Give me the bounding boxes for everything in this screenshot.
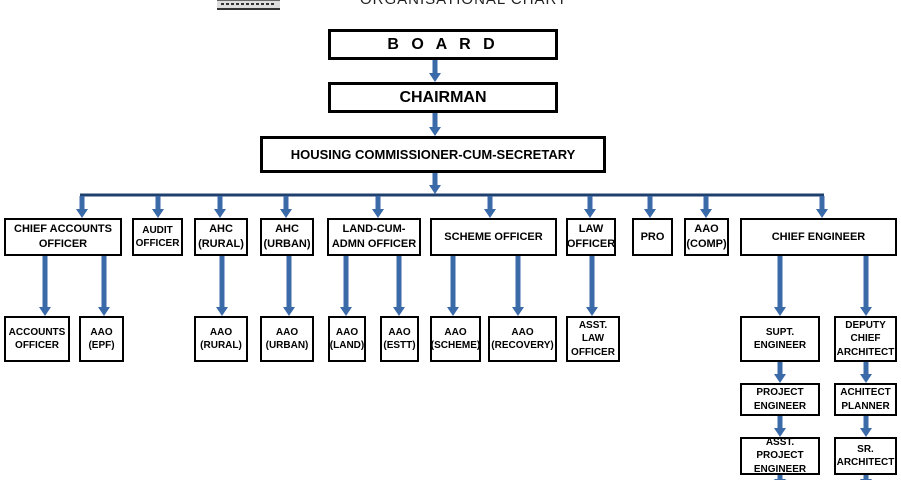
arrow-bus-to-level2-8	[644, 196, 656, 218]
box-deputy-chief-architect: DEPUTY CHIEF ARCHITECT	[834, 316, 897, 362]
box-ahc-rural: AHC (RURAL)	[194, 218, 248, 256]
box-law-officer: LAW OFFICER	[566, 218, 616, 256]
arrow-hcs-to-bus	[429, 173, 441, 194]
box-asst-project-engineer: ASST. PROJECT ENGINEER	[740, 437, 820, 475]
arrow-chairman-to-hcs	[429, 113, 441, 136]
arrow-bus-to-level2-6	[484, 196, 496, 218]
arrow-level2-to-level3-4	[283, 256, 295, 316]
box-project-engineer: PROJECT ENGINEER	[740, 383, 820, 416]
box-chairman: CHAIRMAN	[328, 82, 558, 113]
box-board: B O A R D	[328, 29, 558, 60]
arrow-level2-to-level3-2	[98, 256, 110, 316]
box-aao-recovery: AAO (RECOVERY)	[488, 316, 557, 362]
arrow-bus-to-level2-2	[152, 196, 164, 218]
box-aao-rural: AAO (RURAL)	[194, 316, 248, 362]
arrow-bus-to-level2-10	[816, 196, 828, 218]
arrow-sr-architect-continue	[860, 475, 872, 480]
box-land-cum-admn-officer: LAND-CUM- ADMN OFFICER	[327, 218, 421, 256]
level2-bus-line	[80, 193, 824, 197]
arrow-bus-to-level2-9	[700, 196, 712, 218]
box-architect-planner: ACHITECT PLANNER	[834, 383, 897, 416]
box-ahc-urban: AHC (URBAN)	[260, 218, 314, 256]
arrow-board-to-chairman	[429, 60, 441, 82]
arrow-bus-to-level2-4	[280, 196, 292, 218]
chart-title-cropped: ORGANISATIONAL CHART	[360, 0, 567, 8]
box-sr-architect: SR. ARCHITECT	[834, 437, 897, 475]
box-chief-engineer: CHIEF ENGINEER	[740, 218, 897, 256]
box-scheme-officer: SCHEME OFFICER	[430, 218, 557, 256]
arrow-project-to-asst-project	[774, 416, 786, 437]
box-aao-scheme: AAO (SCHEME)	[430, 316, 481, 362]
box-accounts-officer: ACCOUNTS OFFICER	[4, 316, 70, 362]
box-aao-estt: AAO (ESTT)	[380, 316, 419, 362]
arrow-level2-to-level3-9	[586, 256, 598, 316]
logo-strip-image	[217, 0, 280, 10]
box-supt-engineer: SUPT. ENGINEER	[740, 316, 820, 362]
box-pro: PRO	[632, 218, 673, 256]
arrow-level2-to-level3-3	[216, 256, 228, 316]
arrow-level2-to-level3-1	[39, 256, 51, 316]
arrow-planner-to-sr-architect	[860, 416, 872, 437]
box-asst-law-officer: ASST. LAW OFFICER	[566, 316, 620, 362]
arrow-ce-to-deputy-architect	[860, 256, 872, 316]
arrow-deputy-to-architect-planner	[860, 362, 872, 383]
arrow-supt-to-project-engineer	[774, 362, 786, 383]
box-aao-land: AAO (LAND)	[328, 316, 366, 362]
arrow-bus-to-level2-3	[214, 196, 226, 218]
arrow-level2-to-level3-8	[512, 256, 524, 316]
box-chief-accounts-officer: CHIEF ACCOUNTS OFFICER	[4, 218, 122, 256]
arrow-bus-to-level2-5	[372, 196, 384, 218]
arrow-ce-to-supt-engineer	[774, 256, 786, 316]
box-audit-officer: AUDIT OFFICER	[132, 218, 183, 256]
arrow-level2-to-level3-7	[447, 256, 459, 316]
box-aao-comp: AAO (COMP)	[684, 218, 729, 256]
arrow-level2-to-level3-5	[340, 256, 352, 316]
box-aao-epf: AAO (EPF)	[79, 316, 124, 362]
arrow-level2-to-level3-6	[393, 256, 405, 316]
arrow-bus-to-level2-1	[76, 196, 88, 218]
box-housing-commissioner: HOUSING COMMISSIONER-CUM-SECRETARY	[260, 136, 606, 173]
arrow-bus-to-level2-7	[584, 196, 596, 218]
box-aao-urban: AAO (URBAN)	[260, 316, 314, 362]
